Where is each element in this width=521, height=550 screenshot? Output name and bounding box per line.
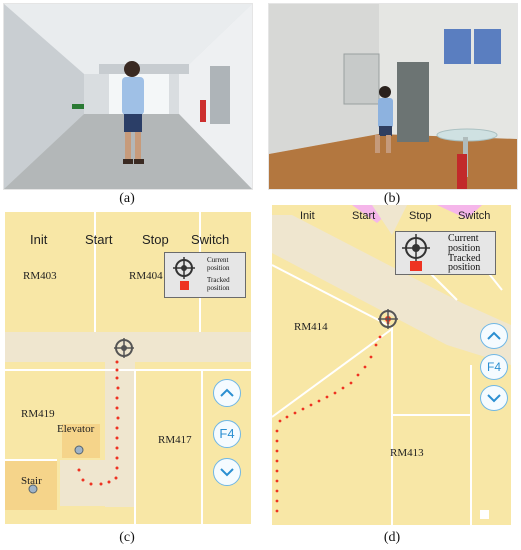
caption-b: (b) bbox=[383, 191, 401, 206]
floor-down-button-d[interactable] bbox=[480, 385, 508, 411]
chevron-down-icon bbox=[220, 468, 234, 477]
caption-a: (a) bbox=[119, 191, 135, 206]
track-points-d bbox=[275, 321, 390, 513]
map-c-floorplan bbox=[5, 212, 251, 524]
legend-d: Current position Tracked position bbox=[395, 231, 496, 275]
photo-b-room bbox=[268, 3, 518, 190]
nav-start-c[interactable]: Start bbox=[85, 232, 113, 247]
room-rm404: RM404 bbox=[129, 270, 163, 282]
chevron-up-icon bbox=[487, 331, 501, 340]
room-rm414: RM414 bbox=[294, 321, 328, 333]
legend-tracked-line1-d: Tracked bbox=[448, 253, 481, 264]
nav-start-d[interactable]: Start bbox=[352, 210, 376, 222]
legend-current-line1-d: Current bbox=[448, 233, 479, 244]
legend-c: Current position Tracked position bbox=[164, 252, 246, 298]
caption-c: (c) bbox=[119, 530, 135, 545]
legend-current-line2: position bbox=[207, 264, 230, 272]
map-d: Init Start Stop Switch RM414 RM413 Curre… bbox=[272, 205, 511, 525]
room-elevator: Elevator bbox=[57, 423, 95, 435]
floor-label-button-c[interactable]: F4 bbox=[213, 420, 241, 448]
nav-init-d[interactable]: Init bbox=[300, 210, 315, 222]
current-position-marker-d bbox=[378, 309, 398, 329]
room-rm419: RM419 bbox=[21, 408, 55, 420]
track-points-c bbox=[77, 360, 120, 486]
room-rm403: RM403 bbox=[23, 270, 57, 282]
nav-switch-c[interactable]: Switch bbox=[191, 232, 230, 247]
crosshair-icon bbox=[402, 234, 430, 262]
map-c: Init Start Stop Switch RM403 RM404 RM419… bbox=[5, 212, 251, 524]
crosshair-icon bbox=[173, 257, 195, 279]
legend-current-line2-d: position bbox=[448, 243, 481, 254]
photo-a-corridor bbox=[3, 3, 253, 190]
room-rm413: RM413 bbox=[390, 447, 424, 459]
room-photo-illustration bbox=[269, 4, 517, 189]
legend-tracked-line2: position bbox=[207, 284, 230, 292]
room-rm417: RM417 bbox=[158, 434, 192, 446]
legend-tracked-line2-d: position bbox=[448, 262, 481, 273]
legend-tracked-line1: Tracked bbox=[207, 276, 230, 284]
floor-up-button-d[interactable] bbox=[480, 323, 508, 349]
nav-init-c[interactable]: Init bbox=[30, 232, 48, 247]
floor-down-button-c[interactable] bbox=[213, 458, 241, 486]
floor-up-button-c[interactable] bbox=[213, 379, 241, 407]
tracked-square-icon-d bbox=[410, 261, 422, 271]
chevron-up-icon bbox=[220, 388, 234, 397]
tracked-square-icon bbox=[180, 281, 189, 290]
chevron-down-icon bbox=[487, 394, 501, 403]
corridor-photo-illustration bbox=[4, 4, 252, 189]
room-stair: Stair bbox=[21, 475, 42, 487]
legend-current-line1: Current bbox=[207, 256, 229, 264]
caption-d: (d) bbox=[383, 530, 401, 545]
nav-stop-d[interactable]: Stop bbox=[409, 210, 432, 222]
floor-label-button-d[interactable]: F4 bbox=[480, 354, 508, 380]
nav-stop-c[interactable]: Stop bbox=[142, 232, 169, 247]
nav-switch-d[interactable]: Switch bbox=[458, 210, 491, 222]
current-position-marker-c bbox=[114, 338, 134, 358]
